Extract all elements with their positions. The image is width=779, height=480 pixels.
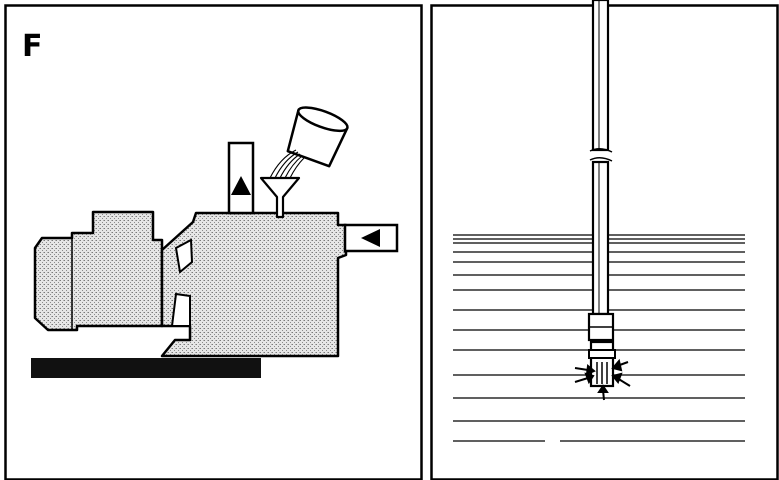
left-arrow-icon: [361, 229, 380, 247]
motor-body: [33, 210, 164, 332]
pump-base: [31, 358, 261, 378]
suction-hose: [591, 0, 610, 316]
pump-housing: [160, 211, 348, 358]
pipe-break-icon: [589, 148, 613, 162]
strainer-slots: [596, 362, 608, 384]
inflow-arrows-icon: [574, 358, 631, 401]
up-arrow-icon: [231, 176, 251, 195]
pouring-cup-icon: [286, 106, 349, 168]
coupling-window-upper: [174, 238, 194, 274]
panel-label: F: [22, 29, 43, 64]
right-panel: [430, 0, 779, 480]
water-stream: [269, 149, 305, 179]
funnel-icon: [259, 176, 301, 219]
coupling-window-lower: [170, 292, 191, 327]
left-panel: F: [4, 4, 423, 480]
